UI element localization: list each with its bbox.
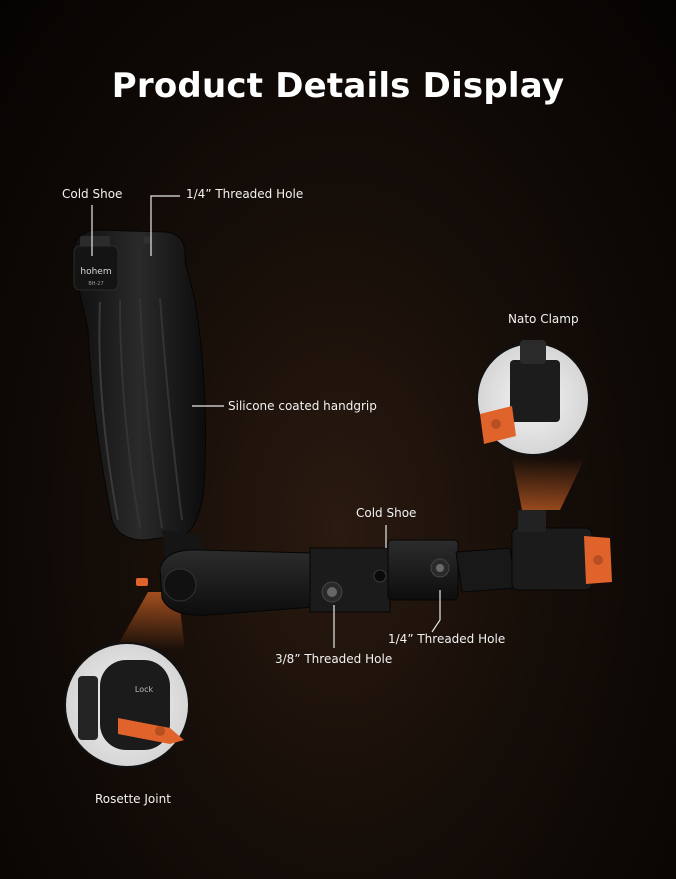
label-rosette-joint: Rosette Joint xyxy=(95,792,171,806)
label-threaded-hole-top: 1/4” Threaded Hole xyxy=(186,187,304,201)
page-title: Product Details Display xyxy=(111,66,565,106)
lock-mark: Lock xyxy=(135,685,154,694)
label-threaded-hole-arm-left: 3/8” Threaded Hole xyxy=(275,652,393,666)
rosette-knob-small xyxy=(136,578,148,586)
rosette-joint-detail: Lock xyxy=(64,642,190,768)
label-nato-clamp: Nato Clamp xyxy=(508,312,579,326)
handgrip: hohem BH-27 xyxy=(71,229,208,586)
brand-mark: hohem xyxy=(80,267,111,277)
nato-clamp-detail xyxy=(476,340,590,456)
callout-lines xyxy=(91,195,441,648)
label-threaded-hole-arm-right: 1/4” Threaded Hole xyxy=(388,632,506,646)
extension-arm xyxy=(159,510,612,616)
label-cold-shoe-top: Cold Shoe xyxy=(62,187,123,201)
label-handgrip: Silicone coated handgrip xyxy=(228,399,377,413)
label-cold-shoe-arm: Cold Shoe xyxy=(356,506,417,520)
model-mark: BH-27 xyxy=(88,281,103,287)
nato-clamp-beam xyxy=(512,458,585,510)
rosette-lock-lever xyxy=(118,718,184,744)
